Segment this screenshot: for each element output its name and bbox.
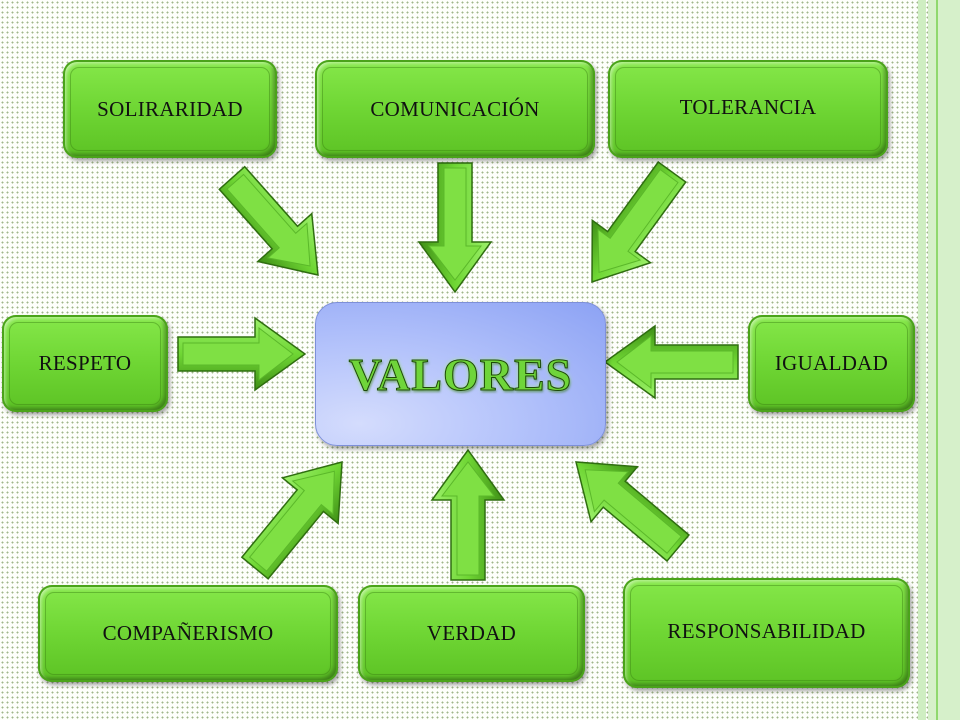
- value-box-respeto: RESPETO: [2, 315, 168, 412]
- value-box-igualdad: IGUALDAD: [748, 315, 915, 412]
- arrow-tolerancia-icon: [591, 160, 687, 284]
- value-box-comunicacion: COMUNICACIÓN: [315, 60, 595, 158]
- value-box-solidaridad: SOLIRARIDAD: [63, 60, 277, 158]
- value-box-companerismo: COMPAÑERISMO: [38, 585, 338, 682]
- value-box-tolerancia: TOLERANCIA: [608, 60, 888, 158]
- value-label: IGUALDAD: [774, 351, 889, 375]
- center-box-valores: VALORES: [315, 302, 606, 446]
- value-label: COMUNICACIÓN: [370, 96, 540, 121]
- arrow-respeto-icon: [177, 316, 307, 392]
- arrow-igualdad-icon: [603, 324, 739, 400]
- value-box-responsabilidad: RESPONSABILIDAD: [623, 578, 910, 688]
- side-strip: [928, 0, 960, 720]
- value-label: COMPAÑERISMO: [102, 621, 274, 645]
- value-label: SOLIRARIDAD: [97, 96, 243, 121]
- arrow-responsabilidad-icon: [575, 461, 691, 563]
- center-title: VALORES: [348, 348, 573, 400]
- arrow-solidaridad-icon: [218, 165, 319, 276]
- value-label: RESPONSABILIDAD: [667, 618, 866, 643]
- value-label: VERDAD: [426, 621, 517, 645]
- arrow-verdad-icon: [430, 448, 506, 581]
- value-box-verdad: VERDAD: [358, 585, 585, 682]
- value-label: TOLERANCIA: [679, 94, 817, 119]
- arrow-comunicacion-icon: [417, 162, 493, 294]
- side-strip: [918, 0, 926, 720]
- side-line: [936, 0, 938, 720]
- value-label: RESPETO: [38, 351, 132, 375]
- arrow-companerismo-icon: [240, 461, 343, 580]
